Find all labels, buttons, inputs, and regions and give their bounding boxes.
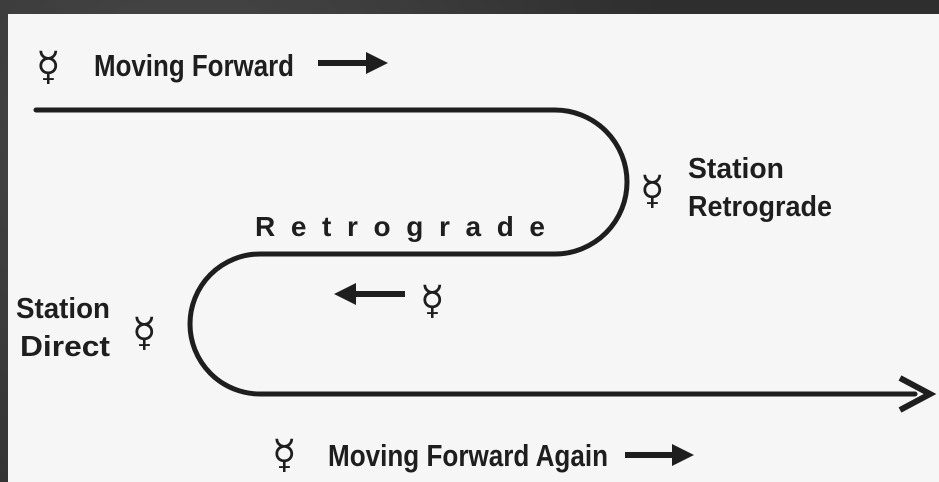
moving-forward-label: Moving Forward — [94, 48, 294, 83]
arrow-right-icon — [625, 444, 694, 466]
diagram-panel — [8, 14, 939, 482]
mercury-symbol-icon: ☿ — [640, 168, 665, 214]
mercury-symbol-icon: ☿ — [132, 310, 157, 356]
mercury-symbol-icon: ☿ — [272, 432, 297, 478]
mercury-symbol-icon: ☿ — [36, 44, 61, 90]
station-retrograde-label-line1: Station — [688, 153, 784, 185]
station-direct-label-line1: Station — [16, 293, 110, 325]
arrow-right-icon — [318, 52, 388, 74]
path-end-arrowhead — [898, 375, 937, 413]
moving-forward-again-label: Moving Forward Again — [328, 438, 608, 473]
arrow-left-icon — [334, 283, 405, 305]
retrograde-label: R e t r o g r a d e — [255, 211, 545, 242]
mercury-symbol-icon: ☿ — [420, 278, 445, 324]
station-direct-label-line2: Direct — [20, 331, 110, 363]
motion-path — [33, 107, 918, 397]
station-retrograde-label-line2: Retrograde — [688, 191, 832, 223]
